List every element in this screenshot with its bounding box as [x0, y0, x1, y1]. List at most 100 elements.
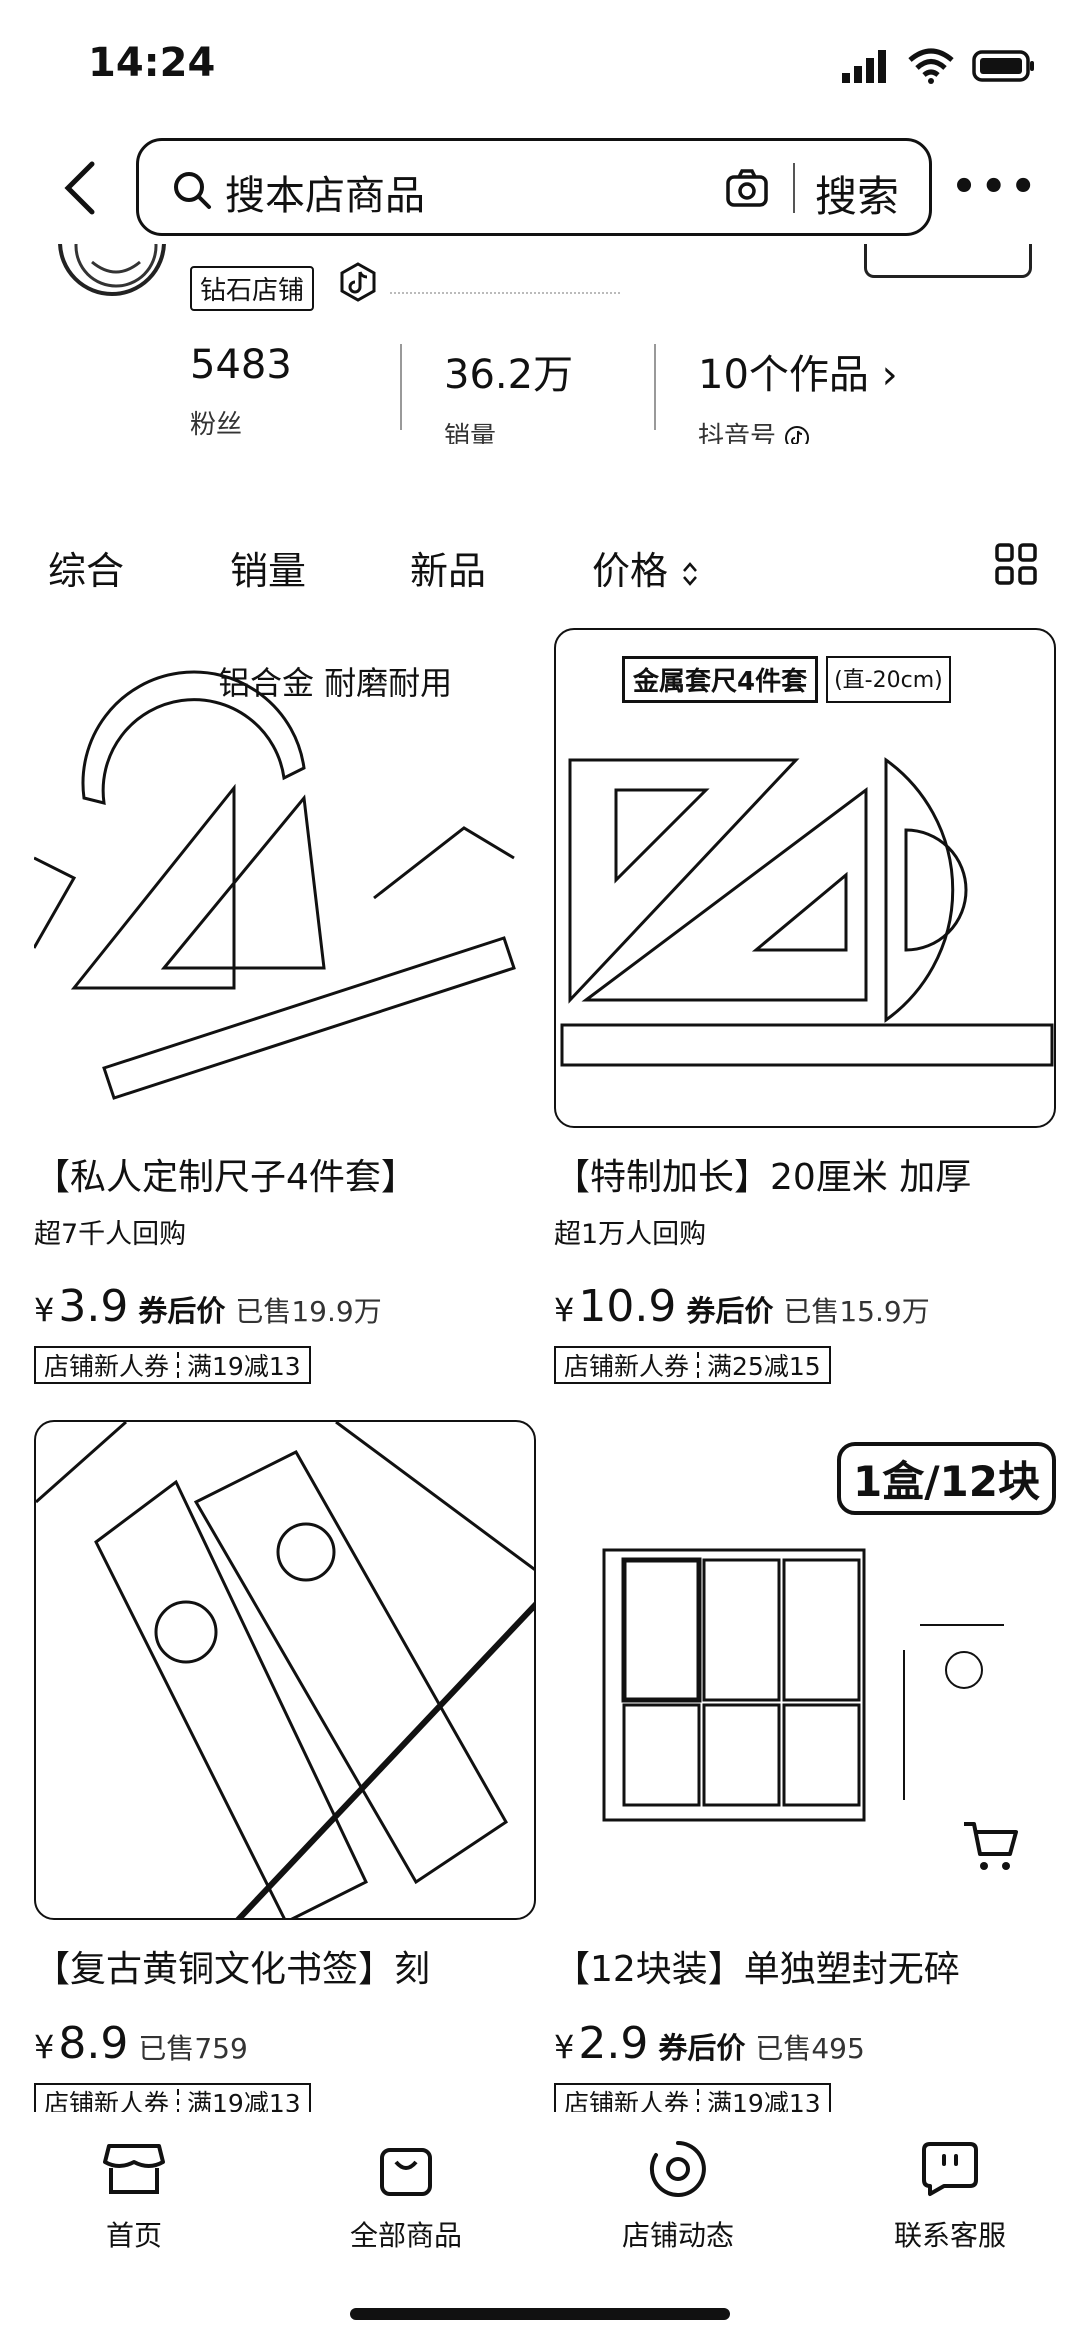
price-value: 10.9: [578, 1281, 677, 1332]
nav-home[interactable]: 首页: [34, 2134, 234, 2254]
coupon-type: 店铺新人券: [564, 1352, 690, 1381]
stat-fans[interactable]: 5483 粉丝: [190, 342, 292, 441]
nav-label: 全部商品: [349, 2219, 462, 2252]
banner-spec: (直-20cm): [826, 656, 951, 703]
search-placeholder: 搜本店商品: [225, 173, 425, 219]
price-row: ¥ 8.9 已售759: [34, 2018, 536, 2069]
wifi-icon: [908, 48, 954, 84]
search-button[interactable]: 搜索: [815, 172, 900, 221]
stat-divider: [400, 344, 402, 430]
product-banner: 金属套尺4件套 (直-20cm): [622, 656, 951, 703]
sort-tab-new[interactable]: 新品: [410, 549, 487, 593]
price-row: ¥ 3.9 券后价 已售19.9万: [34, 1281, 536, 1332]
price-row: ¥ 2.9 券后价 已售495: [554, 2018, 1056, 2069]
stat-label: 抖音号: [698, 416, 898, 444]
cart-icon[interactable]: [960, 1818, 1020, 1874]
product-banner: 1盒/12块: [836, 1442, 1056, 1515]
product-card[interactable]: 金属套尺4件套 (直-20cm) 【特制加长】20厘米 加厚 超1万人回购 ¥ …: [554, 628, 1056, 1384]
currency-symbol: ¥: [554, 1291, 575, 1329]
price-value: 8.9: [58, 2018, 129, 2069]
coupon-value: 满25减15: [707, 1352, 821, 1381]
feed-circle-icon: [649, 2141, 706, 2197]
search-input[interactable]: 搜本店商品 搜索: [136, 138, 932, 236]
search-icon: [174, 172, 211, 209]
coupon-divider: [697, 2089, 700, 2115]
eraser-box-illustration: [602, 1548, 1004, 1822]
product-subtitle: 超7千人回购: [34, 1219, 187, 1250]
sort-tab-sales[interactable]: 销量: [230, 549, 307, 593]
currency-symbol: ¥: [34, 1291, 55, 1329]
bottom-nav: 首页 全部商品 店铺动态 联系客服: [0, 2112, 1080, 2272]
nav-shop-feed[interactable]: 店铺动态: [578, 2134, 778, 2254]
product-card[interactable]: 铝合金 耐磨耐用 【私人定制尺子4件套】 超7千人回购 ¥ 3.9 券后价 已售…: [34, 628, 536, 1384]
coupon-divider: [177, 1352, 180, 1378]
stat-number: 10个作品 ›: [698, 352, 898, 398]
product-image[interactable]: [34, 1420, 536, 1920]
coupon-type: 店铺新人券: [44, 1352, 170, 1381]
product-card[interactable]: 【复古黄铜文化书签】刻 ¥ 8.9 已售759 店铺新人券 满19减13: [34, 1420, 536, 2121]
bookmark-illustration: [36, 1422, 534, 1918]
currency-symbol: ¥: [554, 2028, 575, 2066]
nav-customer-service[interactable]: 联系客服: [850, 2134, 1050, 2254]
sold-count: 已售15.9万: [783, 1295, 930, 1328]
nav-all-products[interactable]: 全部商品: [306, 2134, 506, 2254]
product-title: 【特制加长】20厘米 加厚: [554, 1157, 972, 1198]
stat-label: 销量: [444, 422, 497, 444]
stat-label: 粉丝: [190, 410, 243, 440]
sold-count: 已售495: [755, 2032, 865, 2065]
status-bar: 14:24: [0, 0, 1080, 140]
coupon-divider: [177, 2089, 180, 2115]
coupon-value: 满19减13: [187, 1352, 301, 1381]
price-row: ¥ 10.9 券后价 已售15.9万: [554, 1281, 1056, 1332]
follow-button[interactable]: [864, 244, 1032, 278]
nav-label: 联系客服: [893, 2219, 1006, 2252]
battery-icon: [972, 50, 1034, 82]
price-tag: 券后价: [138, 1294, 226, 1328]
product-image[interactable]: 1盒/12块: [554, 1420, 1056, 1920]
status-icons: [840, 48, 1036, 84]
stat-number: 5483: [190, 342, 292, 388]
douyin-id-label: 抖音号: [698, 422, 777, 444]
shopping-bag-icon: [380, 2148, 432, 2196]
product-subtitle: 超1万人回购: [554, 1219, 707, 1250]
camera-icon[interactable]: [725, 167, 769, 211]
chat-icon: [922, 2142, 978, 2196]
home-indicator[interactable]: [350, 2308, 730, 2320]
product-title: 【复古黄铜文化书签】刻: [34, 1949, 431, 1990]
product-image[interactable]: 铝合金 耐磨耐用: [34, 628, 536, 1128]
price-tag: 券后价: [658, 2031, 746, 2065]
stat-divider: [654, 344, 656, 430]
product-image[interactable]: 金属套尺4件套 (直-20cm): [554, 628, 1056, 1128]
sort-tab-overall[interactable]: 综合: [48, 549, 125, 593]
stat-works[interactable]: 10个作品 › 抖音号: [698, 342, 898, 444]
tiktok-icon: [785, 425, 810, 444]
stat-sales: 36.2万 销量: [444, 342, 573, 444]
price-tag: 券后价: [686, 1294, 774, 1328]
sort-tab-price[interactable]: 价格: [592, 540, 700, 595]
status-time: 14:24: [88, 40, 216, 86]
stat-number: 36.2万: [444, 352, 574, 398]
ruler-set-illustration: [34, 670, 516, 1100]
sold-count: 已售759: [138, 2032, 248, 2065]
shop-name-redacted: [390, 270, 620, 294]
currency-symbol: ¥: [34, 2028, 55, 2066]
price-value: 2.9: [578, 2018, 649, 2069]
product-banner: 铝合金 耐磨耐用: [218, 664, 453, 702]
shop-avatar[interactable]: [58, 244, 166, 296]
nav-label: 首页: [105, 2219, 162, 2252]
signal-icon: [842, 50, 886, 83]
grid-view-icon[interactable]: [994, 542, 1038, 586]
more-options-button[interactable]: •••: [951, 164, 1040, 210]
coupon-badge: 店铺新人券 满25减15: [554, 1346, 831, 1384]
search-divider: [793, 163, 795, 213]
sort-tab-price-label: 价格: [592, 549, 669, 593]
back-arrow-icon[interactable]: [52, 158, 112, 218]
diamond-shop-badge: 钻石店铺: [190, 266, 315, 311]
product-card[interactable]: 1盒/12块 【12块装】单独塑封无碎 ¥ 2.9 券后价 已售495 店铺新人…: [554, 1420, 1056, 2121]
banner-title: 金属套尺4件套: [622, 656, 819, 703]
nav-label: 店铺动态: [621, 2219, 734, 2252]
coupon-divider: [697, 1352, 700, 1378]
store-icon: [103, 2144, 165, 2194]
coupon-badge: 店铺新人券 满19减13: [34, 1346, 311, 1384]
sold-count: 已售19.9万: [235, 1295, 382, 1328]
